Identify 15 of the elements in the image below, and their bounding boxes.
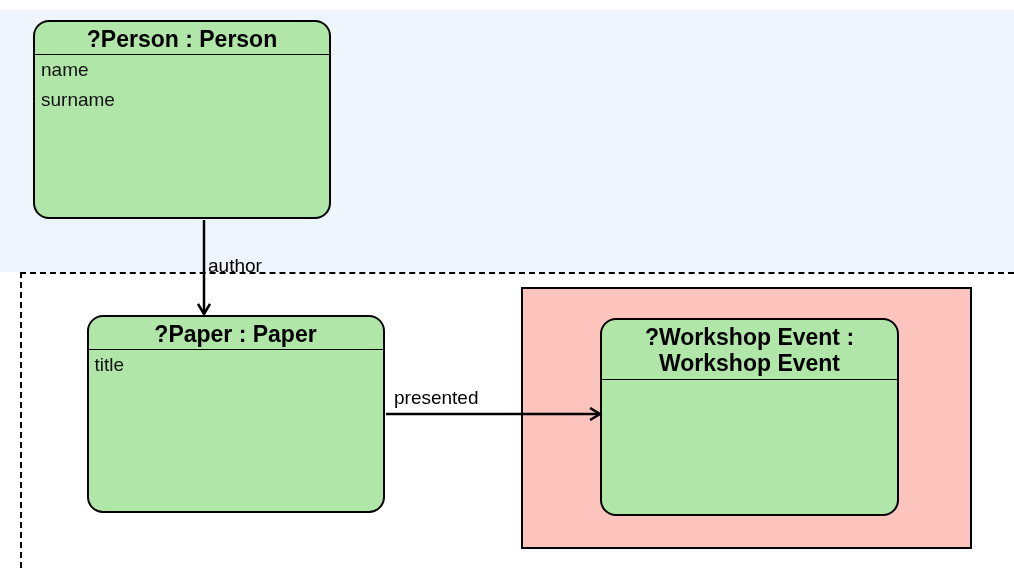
attribute-name: name xyxy=(40,58,90,83)
edge-label: presented xyxy=(394,388,479,407)
class-box xyxy=(86,314,385,513)
class-box xyxy=(600,318,899,516)
class-title: ?Paper : Paper xyxy=(153,319,318,349)
arrow xyxy=(386,406,602,422)
attribute-name: title xyxy=(93,352,126,377)
attribute-name: surname xyxy=(40,87,116,112)
edge-label: author xyxy=(208,256,262,275)
class-title: ?Workshop Event : Workshop Event xyxy=(643,323,856,379)
dashed-region xyxy=(20,272,1014,568)
frame-box xyxy=(520,286,972,549)
class-title: ?Person : Person xyxy=(85,25,279,54)
class-box xyxy=(33,20,331,219)
arrow xyxy=(196,220,212,316)
